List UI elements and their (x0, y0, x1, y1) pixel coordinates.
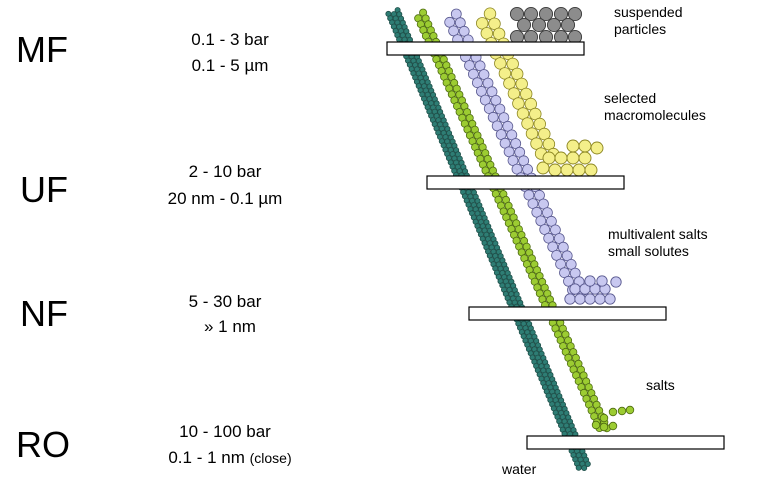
suspended-particles-stream (509, 6, 583, 45)
mf-label: MF (16, 29, 68, 70)
ro-pore-size: 0.1 - 1 nm (close) (140, 449, 320, 466)
solute-particle (594, 293, 606, 305)
macromolecules-line1: selected (604, 90, 657, 106)
salt-particle (608, 421, 618, 431)
salts-label: salts (646, 377, 675, 393)
solute-particle (569, 283, 581, 295)
ro-pressure: 10 - 100 bar (179, 422, 271, 441)
ro-pore-size-value: 0.1 - 1 nm (168, 448, 245, 467)
macromolecule-particle (521, 117, 534, 130)
suspended-particles-label: suspended particles (614, 4, 683, 38)
macromolecule-particle (548, 163, 562, 177)
macromolecule-particle (530, 137, 543, 150)
solute-particle (539, 224, 551, 235)
suspended-particles-line1: suspended (614, 4, 683, 20)
solute-particle (448, 25, 460, 37)
water-stream (385, 7, 591, 471)
nf-membrane (468, 306, 667, 321)
solute-particle (563, 275, 574, 287)
macromolecule-particle (483, 7, 497, 20)
macromolecule-particle (476, 17, 489, 30)
macromolecule-particle (572, 163, 586, 177)
salt-particle (599, 422, 609, 432)
macromolecule-particle (520, 87, 533, 101)
suspended-particle (531, 17, 547, 33)
nf-label: NF (20, 293, 68, 334)
suspended-particles-line2: particles (614, 21, 667, 37)
macromolecule-particle (566, 151, 580, 165)
small-solutes-label: multivalent salts small solutes (608, 226, 708, 260)
solute-particle (565, 258, 577, 270)
ro-label: RO (16, 424, 70, 465)
solute-particle (574, 293, 586, 305)
streams-layer (385, 6, 635, 471)
uf-label: UF (20, 169, 68, 210)
small-solutes-line1: multivalent salts (608, 226, 708, 242)
solute-particle (450, 8, 462, 20)
suspended-particle (509, 6, 525, 22)
suspended-particle (546, 17, 562, 33)
solute-particle (610, 276, 622, 288)
mf-pressure: 0.1 - 3 bar (191, 30, 269, 49)
water-particle (584, 460, 591, 467)
macromolecule-particle (538, 127, 551, 141)
macromolecule-particle (542, 151, 556, 165)
macromolecule-particle (488, 17, 501, 31)
suspended-particle (516, 17, 532, 33)
solute-particle (596, 275, 608, 287)
solute-particle (604, 293, 616, 305)
macromolecule-particle (566, 139, 580, 153)
solute-particle (553, 233, 565, 244)
salt-particle (625, 405, 635, 415)
water-label: water (502, 461, 537, 477)
salts-stream (414, 8, 635, 433)
solute-particle (584, 275, 596, 287)
suspended-particle (538, 6, 554, 22)
salt-particle (591, 420, 601, 430)
water-particle (581, 464, 588, 471)
small-solutes-line2: small solutes (608, 243, 689, 259)
solute-particle (584, 293, 596, 305)
macromolecule-particle (578, 139, 592, 153)
salt-particle (599, 413, 609, 423)
macromolecule-particle (494, 57, 507, 70)
nf-pore-size: » 1 nm (204, 317, 256, 336)
solute-particle (564, 293, 576, 305)
uf-pore-size: 20 nm - 0.1 µm (167, 189, 283, 208)
macromolecules-label: selected macromolecules (604, 90, 706, 124)
macromolecule-particle (560, 163, 574, 177)
suspended-particle (560, 17, 576, 33)
macromolecule-particle (503, 77, 516, 90)
solute-particle (471, 77, 483, 89)
macromolecule-particle (578, 151, 592, 165)
macromolecule-particle (590, 141, 604, 155)
mf-membrane (386, 41, 585, 56)
solute-particle (510, 138, 522, 149)
solute-particle (534, 189, 545, 201)
suspended-particle (567, 6, 583, 22)
mf-pore-size: 0.1 - 5 µm (191, 56, 269, 75)
nf-pressure: 5 - 30 bar (188, 292, 262, 311)
suspended-particle (553, 6, 569, 22)
salt-particle (608, 407, 618, 417)
uf-pressure: 2 - 10 bar (188, 162, 262, 181)
uf-membrane (426, 175, 625, 190)
macromolecule-particle (584, 163, 598, 177)
suspended-particle (523, 6, 539, 22)
solute-particle (542, 207, 553, 219)
macromolecule-particle (554, 151, 568, 165)
macromolecule-particle (512, 97, 525, 110)
salt-particle (617, 406, 627, 416)
solute-particle (551, 249, 562, 261)
water-particle (575, 464, 582, 471)
ro-pore-size-note: (close) (249, 450, 292, 466)
solute-particle (522, 163, 533, 175)
ro-membrane (526, 435, 725, 450)
macromolecules-line2: macromolecules (604, 107, 706, 123)
